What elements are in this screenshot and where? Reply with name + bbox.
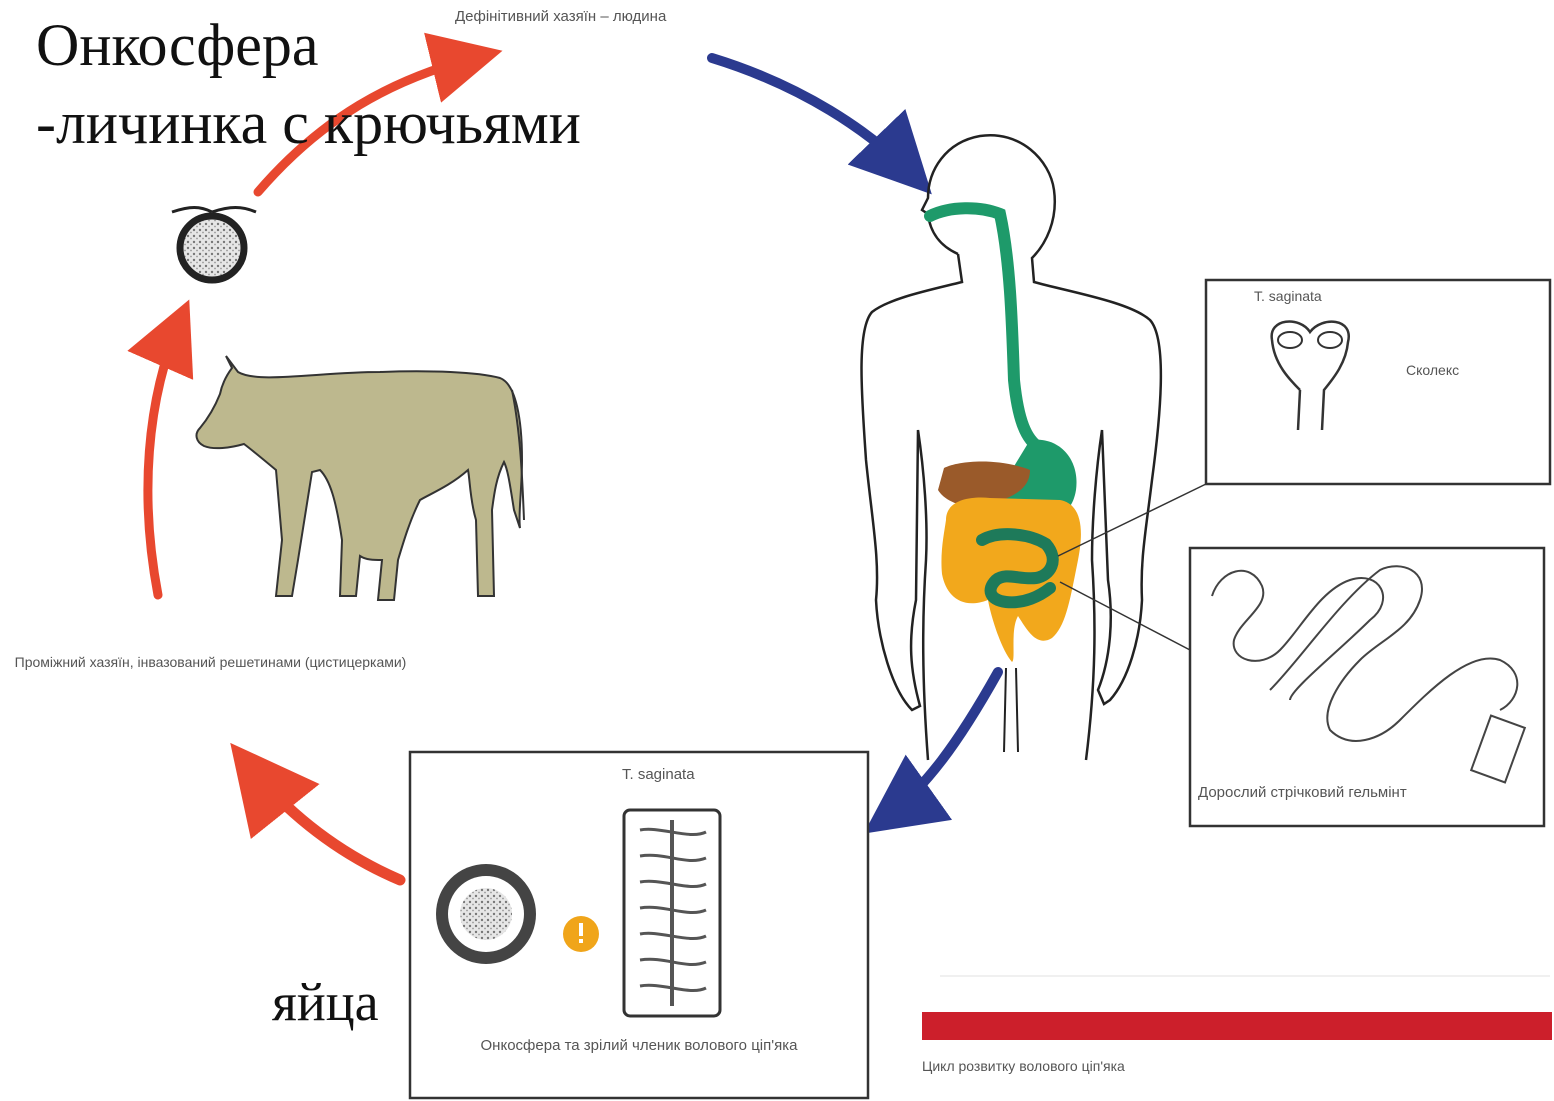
cow-icon (197, 356, 524, 600)
cycle-caption: Цикл розвитку волового ціп'яка (922, 1058, 1125, 1074)
human-body-icon (862, 135, 1161, 760)
blue-arrow-bottom (880, 672, 998, 822)
digestive-tract (930, 208, 1081, 662)
onchosphere-subtitle: -личинка с крючьями (36, 88, 581, 158)
eggs-species-label: T. saginata (622, 766, 695, 783)
exclamation-icon (563, 916, 599, 952)
intermediate-host-label: Проміжний хазяїн, інвазований решетинами… (8, 652, 413, 672)
blue-arrow-top (712, 58, 918, 180)
red-arrow-bottom (244, 760, 400, 880)
eggs-label: яйца (272, 970, 379, 1034)
proglottid-icon (624, 810, 720, 1016)
onchosphere-title: Онкосфера (36, 10, 319, 80)
definitive-host-label: Дефінітивний хазяїн – людина (455, 8, 666, 25)
red-arrow-left (148, 316, 182, 595)
egg-icon (436, 864, 536, 964)
cycle-bar (922, 1012, 1552, 1040)
scolex-box (1206, 280, 1550, 484)
scolex-label: Сколекс (1406, 362, 1459, 378)
scolex-species-label: T. saginata (1254, 288, 1322, 304)
eggs-caption: Онкосфера та зрілий членик волового ціп'… (414, 1034, 864, 1058)
adult-worm-label: Дорослий стрічковий гельмінт (1198, 784, 1407, 801)
onchosphere-icon (172, 208, 256, 281)
